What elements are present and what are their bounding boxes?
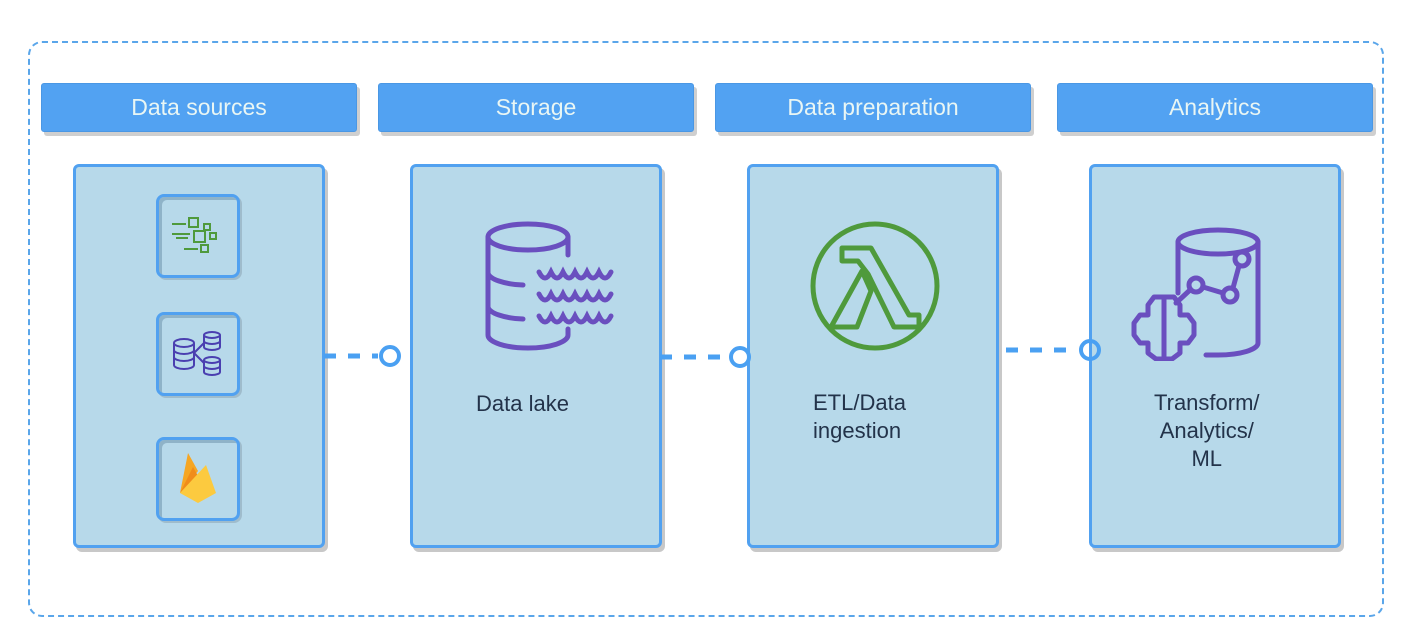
connector-preparation-analytics — [1006, 339, 1101, 361]
header-analytics: Analytics — [1057, 83, 1373, 132]
header-label: Data preparation — [787, 94, 959, 120]
transform-label: Transform/ Analytics/ ML — [1154, 389, 1260, 473]
tile-firebase — [156, 437, 240, 521]
header-label: Analytics — [1168, 94, 1262, 120]
connector-storage-preparation — [660, 346, 751, 368]
header-label: Storage — [495, 94, 577, 120]
etl-label-line: ingestion — [813, 418, 902, 443]
data-lake-label: Data lake — [476, 391, 569, 416]
panel-storage: Data lake — [410, 164, 662, 548]
header-label: Data sources — [131, 94, 267, 120]
lambda-icon — [810, 221, 940, 351]
header-data-preparation: Data preparation — [715, 83, 1031, 132]
stream-icon — [172, 217, 217, 253]
header-storage: Storage — [378, 83, 694, 132]
panel-data-preparation: ETL/Data ingestion — [747, 164, 999, 548]
data-lake-icon — [485, 221, 614, 351]
tile-stream — [156, 194, 240, 278]
transform-label-line: Analytics/ — [1159, 418, 1254, 443]
ml-analytics-icon — [1131, 227, 1261, 361]
diagram-frame — [28, 41, 1384, 617]
tile-database-share — [156, 312, 240, 396]
transform-label-line: Transform/ — [1154, 390, 1260, 415]
etl-label-line: ETL/Data — [813, 390, 906, 415]
database-share-icon — [173, 331, 221, 376]
etl-label: ETL/Data ingestion — [813, 389, 906, 445]
connector-sources-storage — [324, 345, 401, 367]
transform-label-line: ML — [1191, 446, 1223, 471]
firebase-icon — [180, 453, 216, 503]
panel-data-sources — [73, 164, 325, 548]
panel-analytics: Transform/ Analytics/ ML — [1089, 164, 1341, 548]
header-data-sources: Data sources — [41, 83, 357, 132]
